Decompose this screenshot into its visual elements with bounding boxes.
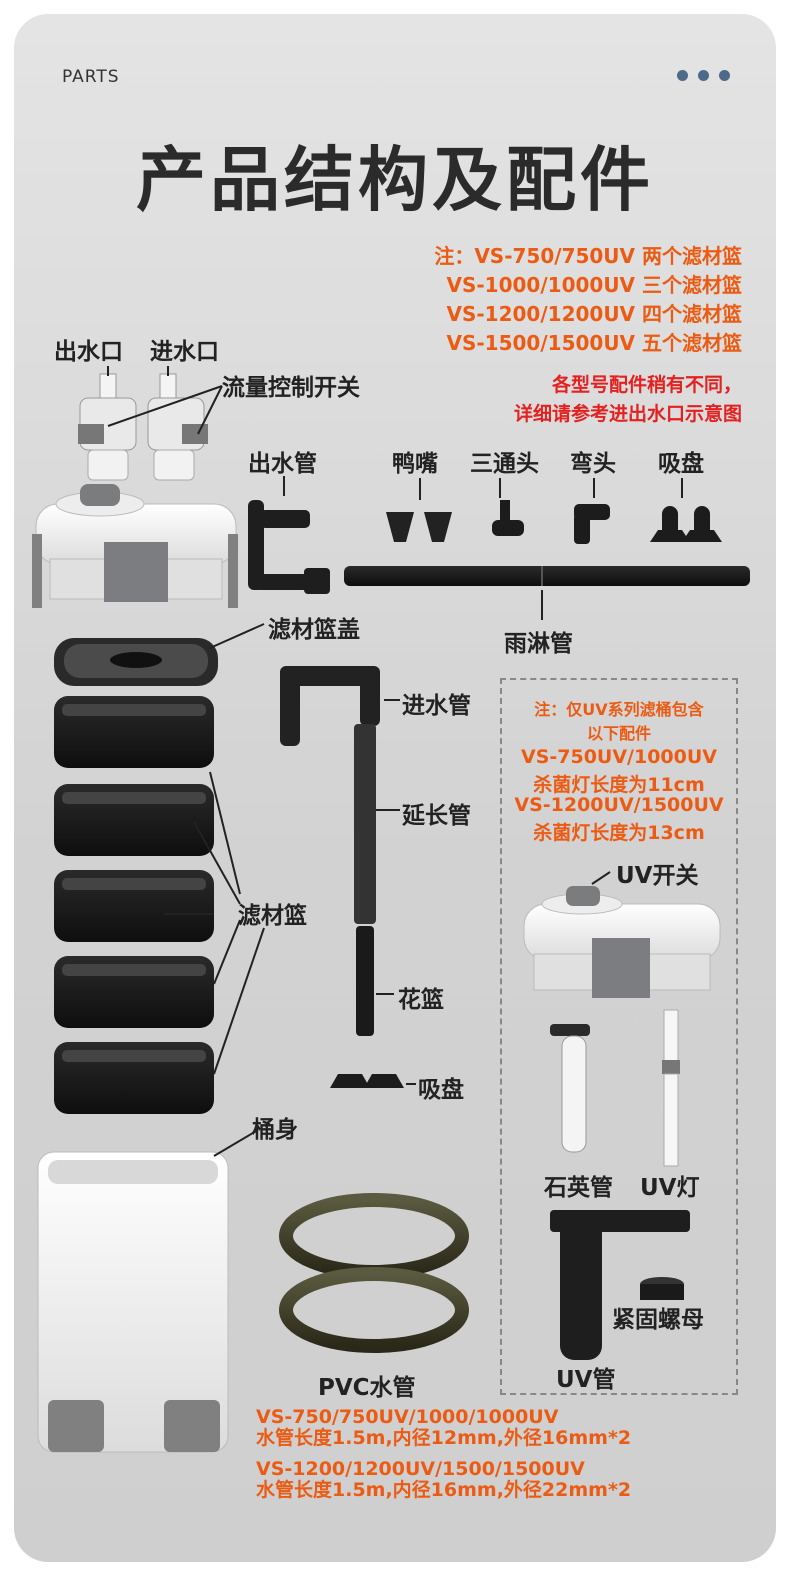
outlet-pipe-label: 出水管	[248, 444, 317, 478]
uv-switch-label: UV开关	[616, 856, 698, 890]
parts-card: PARTS 产品结构及配件 注：VS-750/750UV 两个滤材篮 VS-10…	[14, 14, 776, 1562]
sucker-top-icon	[650, 506, 722, 542]
basket-lid-label: 滤材篮盖	[268, 610, 360, 644]
tee-icon	[492, 500, 524, 536]
outlet-pipe-icon	[248, 500, 330, 594]
duckbill-icon	[386, 512, 452, 542]
elbow-icon	[574, 504, 610, 544]
hose-spec-model-2: VS-1200/1200UV/1500/1500UV	[256, 1458, 585, 1480]
uv-note-1: 注：仅UV系列滤桶包含	[500, 696, 738, 720]
quartz-label: 石英管	[544, 1168, 613, 1202]
extension-pipe-label: 延长管	[402, 796, 471, 830]
canister-label: 桶身	[252, 1110, 298, 1144]
outlet-label: 出水口	[54, 332, 123, 366]
pvc-hose-icon	[286, 1200, 462, 1346]
nut-label: 紧固螺母	[612, 1300, 704, 1334]
pvc-hose-label: PVC水管	[318, 1368, 416, 1402]
spray-bar-icon	[344, 566, 750, 586]
canister-body-icon	[38, 1152, 228, 1452]
uv-lamp-label: UV灯	[640, 1168, 699, 1202]
elbow-label: 弯头	[570, 444, 616, 478]
strainer-label: 花篮	[398, 980, 444, 1014]
baskets-label: 滤材篮	[238, 896, 307, 930]
uv-tube-label: UV管	[556, 1360, 615, 1394]
duckbill-label: 鸭嘴	[392, 444, 438, 478]
intake-pipe-icon	[280, 666, 380, 1036]
filter-baskets-icon	[54, 696, 214, 1114]
intake-pipe-label: 进水管	[402, 686, 471, 720]
uv-lamp-length-2: 杀菌灯长度为11cm	[500, 770, 738, 797]
sucker-mid-label: 吸盘	[418, 1070, 464, 1104]
inlet-label: 进水口	[150, 332, 219, 366]
flow-switch-label: 流量控制开关	[222, 368, 360, 402]
uv-note-2: 以下配件	[500, 720, 738, 744]
outlet-valve-icon	[78, 374, 136, 480]
spray-bar-label: 雨淋管	[504, 624, 573, 658]
uv-lamp-length-3: VS-1200UV/1500UV	[500, 794, 738, 816]
uv-lamp-length-1: VS-750UV/1000UV	[500, 746, 738, 768]
inlet-valve-icon	[148, 374, 208, 480]
uv-lamp-length-4: 杀菌灯长度为13cm	[500, 818, 738, 845]
filter-head-icon	[32, 484, 238, 608]
tee-label: 三通头	[470, 444, 539, 478]
hose-spec-size-1: 水管长度1.5m,内径12mm,外径16mm*2	[256, 1427, 631, 1449]
hose-spec-model-1: VS-750/750UV/1000/1000UV	[256, 1406, 558, 1428]
basket-lid-icon	[54, 638, 218, 686]
sucker-top-label: 吸盘	[658, 444, 704, 478]
hose-spec-size-2: 水管长度1.5m,内径16mm,外径22mm*2	[256, 1479, 631, 1501]
sucker-mid-icon	[330, 1074, 404, 1088]
